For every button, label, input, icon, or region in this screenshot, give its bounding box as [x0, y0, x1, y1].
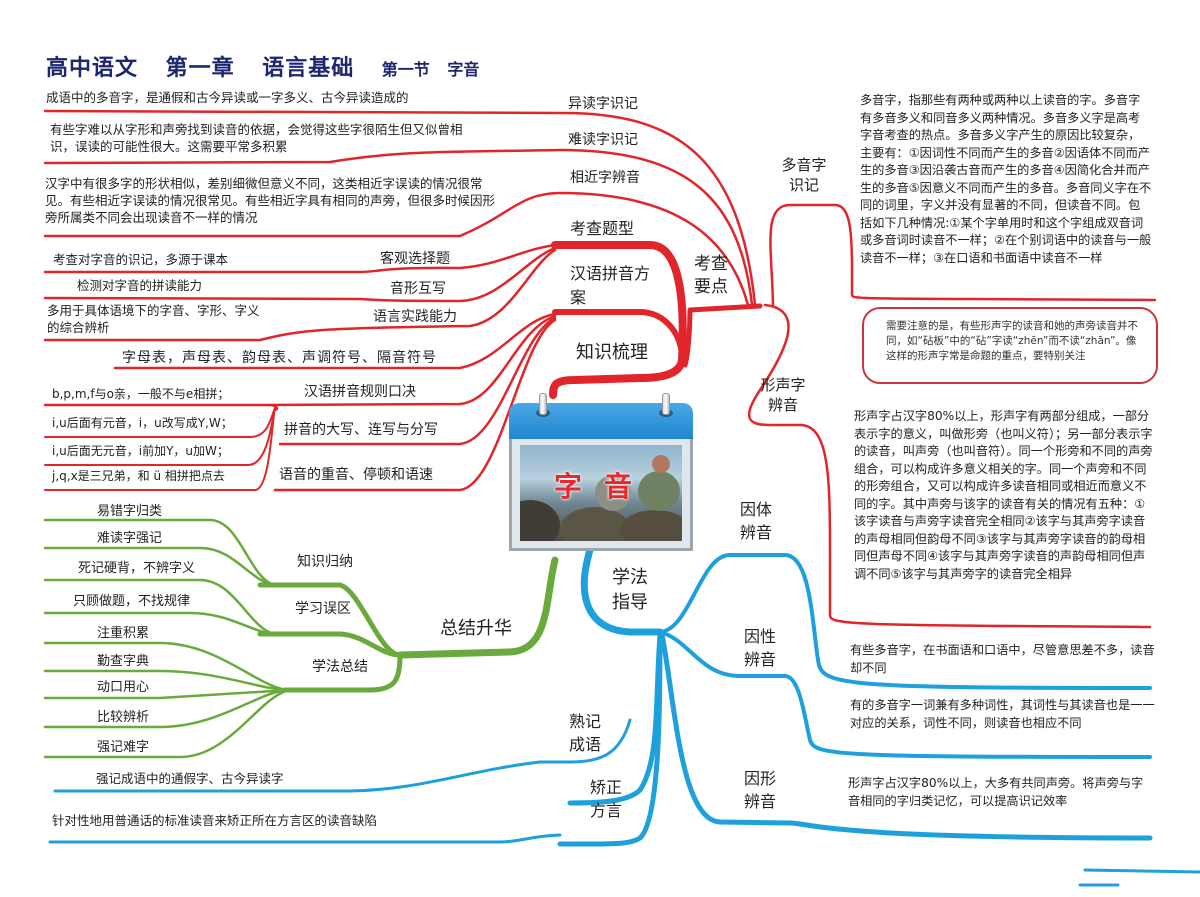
- note-yidu: 成语中的多音字，是通假和古今异读或一字多义、古今异读造成的: [46, 90, 409, 105]
- note-yinti: 有些多音字，在书面语和口语中，尽管意思差不多，读音却不同: [850, 643, 1155, 675]
- note-shijian: 多用于具体语境下的字音、字形、字义的综合辨析: [47, 303, 260, 336]
- binder-ring-right: [662, 393, 670, 415]
- rule-3: i,u后面无元音，i前加Y，u加W；: [52, 444, 229, 458]
- branch-jiaozheng[interactable]: 矫正方言: [589, 778, 622, 820]
- title-section-name: 字音: [447, 60, 480, 79]
- note-xiangjin: 汉字中有很多字的形状相似，差别细微但意义不同，这类相近字误读的情况很常见。有些相…: [45, 176, 496, 226]
- branch-zongjie-main[interactable]: 总结升华: [440, 618, 512, 639]
- binder-ring-left: [539, 393, 547, 415]
- branch-zhishi-main[interactable]: 知识梳理: [576, 342, 648, 363]
- title-section: 第一节: [381, 60, 430, 79]
- note-nandu: 有些字难以从字形和声旁找到读音的依据，会觉得这些字很陌生但又似曾相识，误读的可能…: [50, 122, 463, 155]
- branch-daxie[interactable]: 拼音的大写、连写与分写: [284, 422, 438, 438]
- calendar-body: 字音: [509, 439, 693, 551]
- branch-duoyin[interactable]: 多音字识记: [781, 156, 827, 194]
- item-dongkou: 动口用心: [97, 680, 150, 695]
- branch-koujue[interactable]: 汉语拼音规则口决: [304, 384, 416, 400]
- branch-xuefa-main[interactable]: 学法指导: [612, 567, 648, 613]
- branch-nandu[interactable]: 难读字识记: [568, 132, 638, 148]
- title-chapter: 第一章: [165, 56, 235, 81]
- branch-wuqu[interactable]: 学习误区: [295, 601, 351, 617]
- callout-text: 需要注意的是，有些形声字的读音和她的声旁读音并不同，如“砧板”中的“砧”字读“z…: [886, 320, 1138, 362]
- note-yinxing-bianyin: 有的多音字一词兼有多种词性，其词性与其读音也是一一对应的关系，词性不同，则读音也…: [850, 698, 1155, 730]
- branch-guina[interactable]: 知识归纳: [297, 554, 353, 570]
- item-jilei: 注重积累: [97, 626, 150, 641]
- rule-2: i,u后面有元音，i，u改写成Y,W；: [52, 416, 233, 430]
- page-title: 高中语文 第一章 语言基础 第一节 字音: [46, 50, 501, 82]
- branch-shijian[interactable]: 语言实践能力: [373, 309, 457, 325]
- note-yinxing-shape: 形声字占汉字80%以上，大多有共同声旁。将声旁与字音相同的字归类记忆，可以提高识…: [848, 776, 1144, 808]
- note-shuji: 强记成语中的通假字、古今异读字: [96, 771, 284, 786]
- branch-kaocha-main[interactable]: 考查要点: [694, 254, 728, 297]
- branch-zhongyin[interactable]: 语音的重音、停顿和语速: [279, 467, 433, 483]
- item-siji: 死记硬背，不辨字义: [78, 561, 196, 576]
- branch-yinti[interactable]: 因体辨音: [739, 500, 772, 542]
- branch-pinyin[interactable]: 汉语拼音方案: [570, 264, 651, 307]
- title-chapter-name: 语言基础: [262, 56, 355, 81]
- rule-1: b,p,m,f与o亲，一般不与e相拼；: [52, 387, 230, 401]
- item-zhigu: 只顾做题，不找规律: [73, 594, 191, 609]
- branch-yinxing-bianyin[interactable]: 因性辨音: [743, 627, 776, 669]
- item-nandu-qiangji: 难读字强记: [97, 531, 163, 546]
- branch-zimubiao[interactable]: 字母表，声母表、韵母表、声调符号、隔音符号: [122, 350, 437, 366]
- branch-yidu[interactable]: 异读字识记: [568, 96, 638, 112]
- branch-tixing[interactable]: 考查题型: [570, 219, 635, 238]
- branch-xuefazongjie[interactable]: 学法总结: [312, 659, 368, 675]
- note-jiaozheng: 针对性地用普通话的标准读音来矫正所在方言区的读音缺陷: [52, 813, 378, 828]
- note-duoyin: 多音字，指那些有两种或两种以上读音的字。多音字有多音多义和同音多义两种情况。多音…: [860, 93, 1152, 265]
- central-label: 字音: [554, 470, 655, 503]
- item-qiangji: 强记难字: [97, 740, 150, 755]
- stones-image: [520, 445, 682, 541]
- branch-shuji[interactable]: 熟记成语: [568, 712, 601, 754]
- item-bijiao: 比较辨析: [97, 710, 150, 725]
- title-subject: 高中语文: [46, 56, 139, 81]
- note-yinxing: 检测对字音的拼读能力: [77, 278, 203, 293]
- branch-yinxing-shape[interactable]: 因形辨音: [743, 769, 776, 811]
- note-keguan: 考查对字音的识记，多源于课本: [53, 252, 229, 267]
- item-zidian: 勤查字典: [97, 654, 150, 669]
- rule-4: j,q,x是三兄弟，和 ü 相拼把点去: [52, 469, 225, 483]
- note-xingsheng: 形声字占汉字80%以上，形声字有两部分组成，一部分表示字的意义，叫做形旁（也叫义…: [854, 409, 1153, 581]
- branch-yinxing[interactable]: 音形互写: [390, 281, 446, 297]
- central-node-calendar[interactable]: 字音: [509, 393, 693, 551]
- branch-keguan[interactable]: 客观选择题: [380, 251, 450, 267]
- branch-xingsheng[interactable]: 形声字辨音: [760, 376, 806, 414]
- callout-bubble: 需要注意的是，有些形声字的读音和她的声旁读音并不同，如“砧板”中的“砧”字读“z…: [862, 307, 1158, 384]
- item-yicuo: 易错字归类: [97, 504, 163, 519]
- branch-xiangjin[interactable]: 相近字辨音: [570, 170, 640, 186]
